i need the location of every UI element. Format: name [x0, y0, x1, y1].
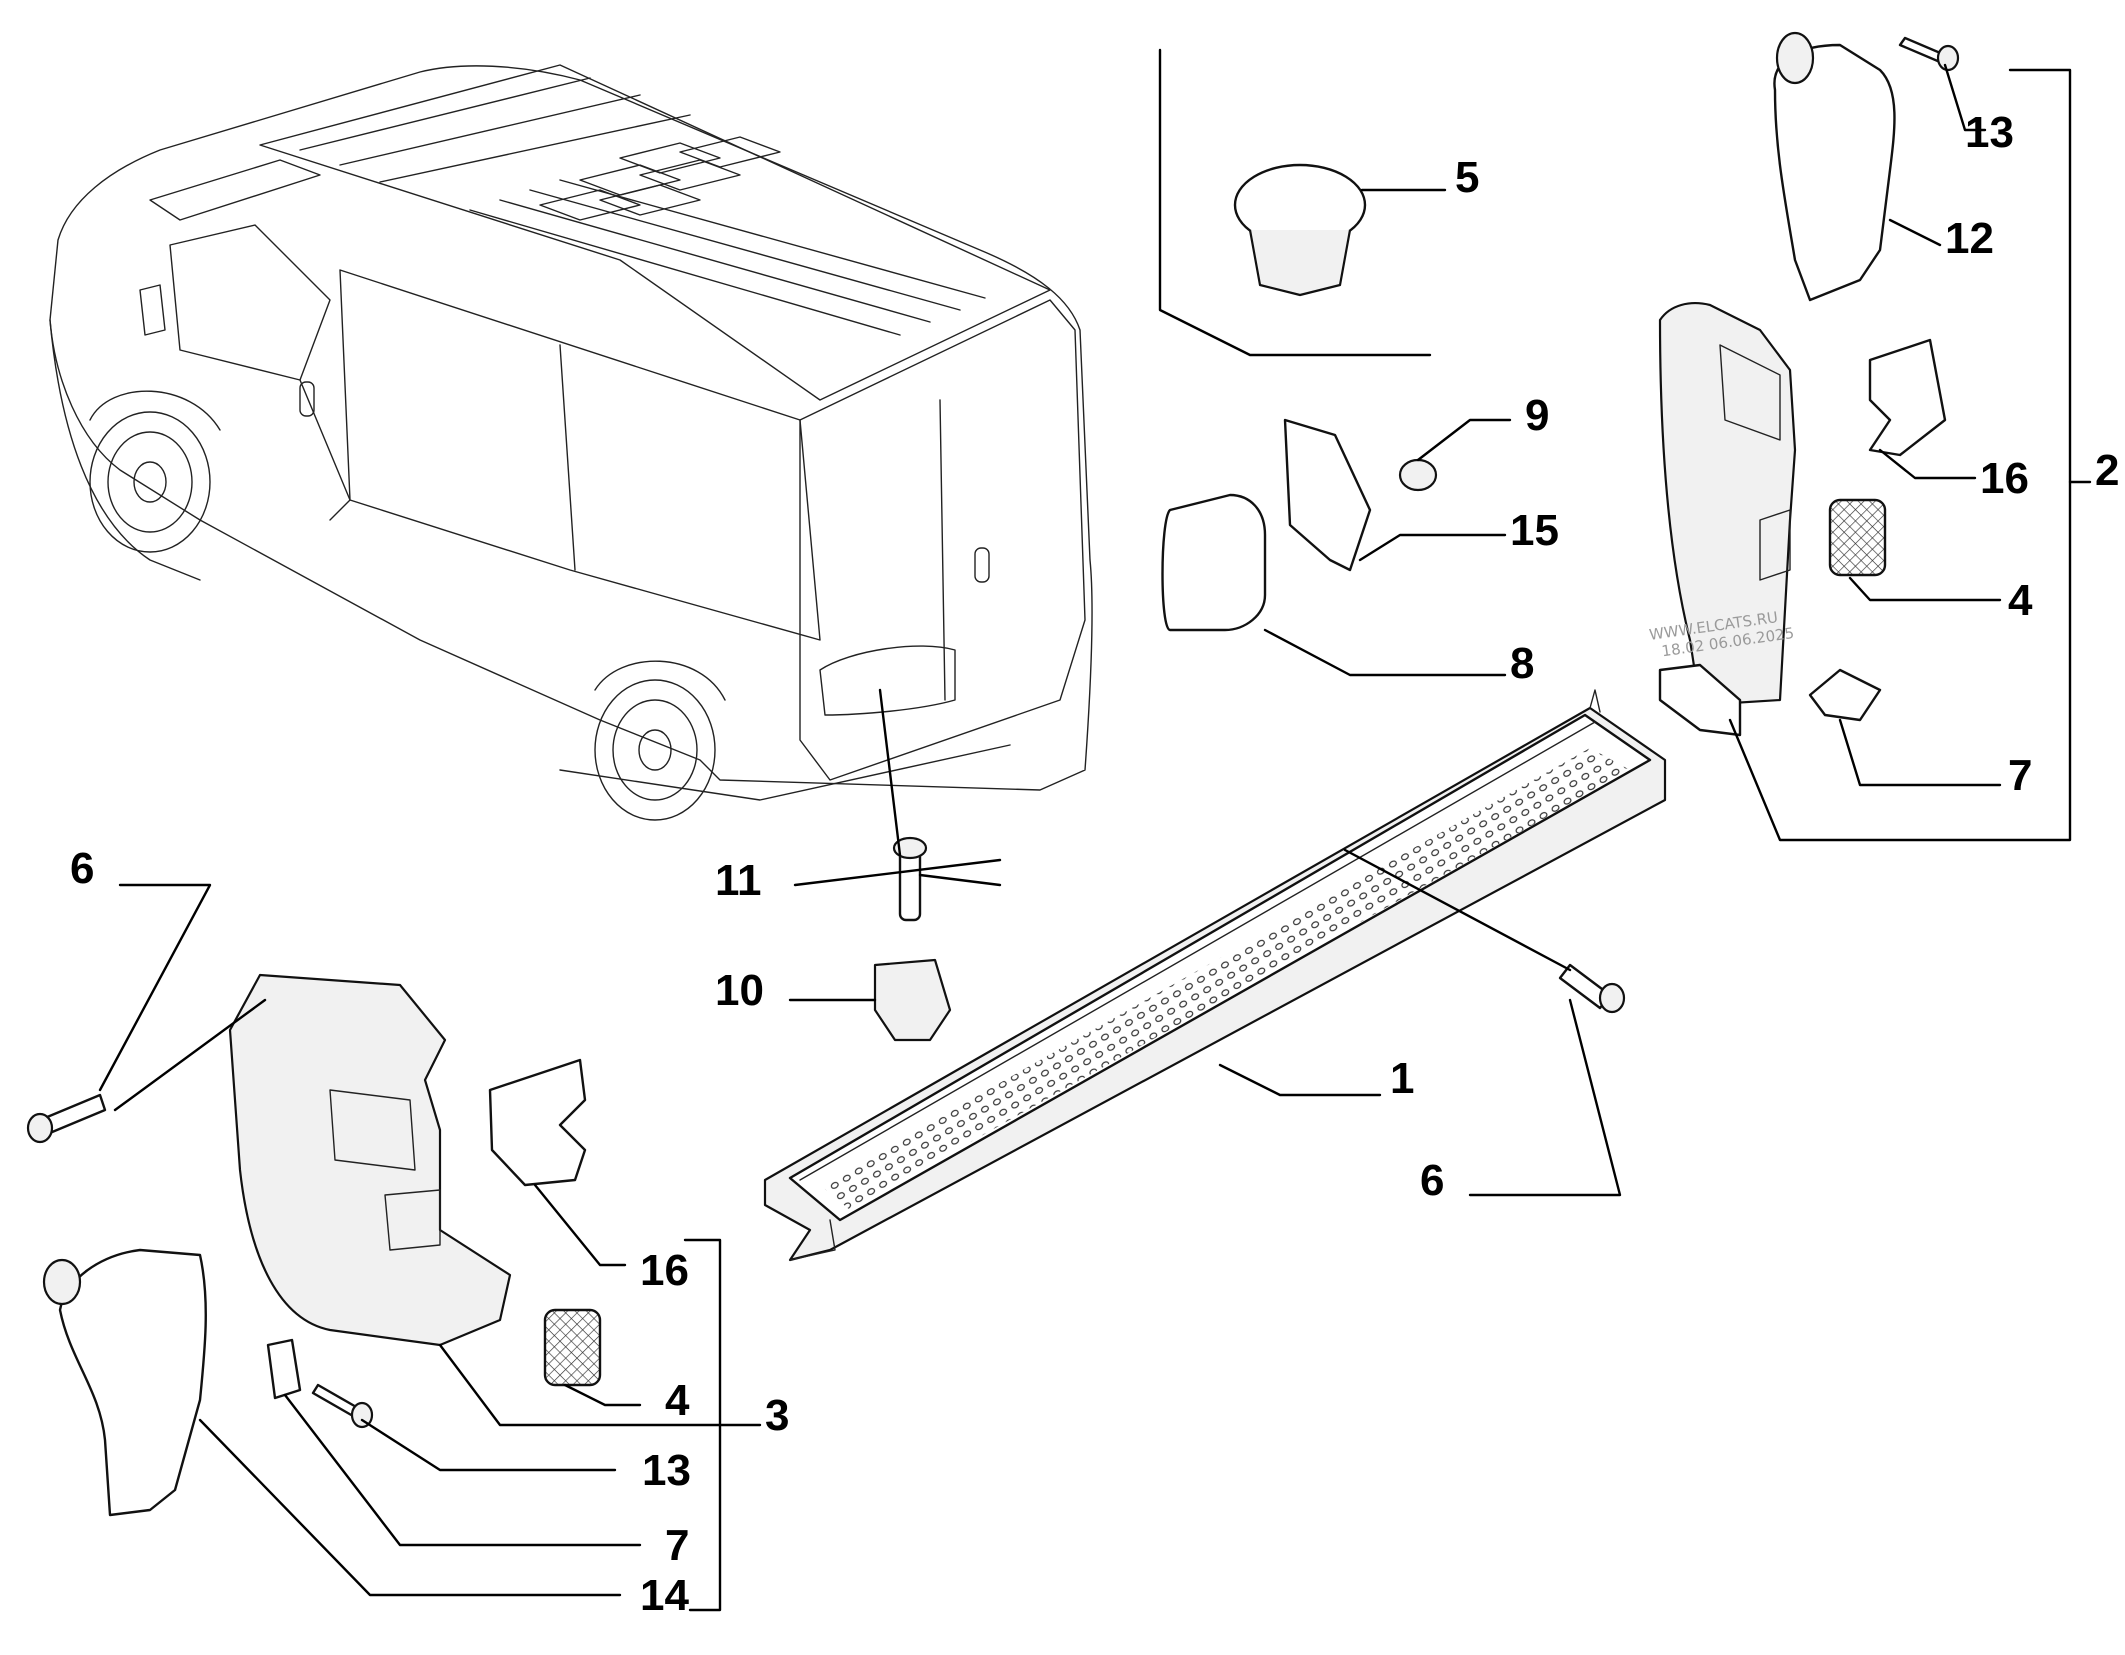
callout-11: 11 [715, 856, 762, 905]
callout-6-right: 6 [1420, 1156, 1444, 1205]
callout-13-right: 13 [1965, 108, 2014, 157]
callout-16-left: 16 [640, 1246, 689, 1295]
callout-1: 1 [1390, 1054, 1414, 1103]
callout-2: 2 [2095, 446, 2119, 495]
callout-13-left: 13 [642, 1446, 691, 1495]
callout-12: 12 [1945, 214, 1994, 263]
rear-corner-panel-part-3 [228, 973, 512, 1347]
callout-16-right: 16 [1980, 454, 2029, 503]
van-illustration [49, 64, 1093, 821]
clip-part-7-left [266, 1338, 302, 1400]
bolt-part-6-left [26, 1093, 107, 1144]
mesh-pad-part-4-left [543, 1308, 602, 1387]
callout-5: 5 [1455, 153, 1479, 202]
callout-14: 14 [640, 1571, 689, 1620]
rear-corner-panel-part-2 [1658, 302, 1797, 737]
side-step-part-1 [763, 689, 1667, 1262]
mesh-pad-part-4-right [1828, 498, 1887, 577]
clip-part-10 [873, 958, 952, 1042]
plug-part-5 [1233, 163, 1367, 297]
callout-6-left: 6 [70, 844, 94, 893]
bracket-part-15 [1283, 418, 1372, 572]
trim-part-16-right [1868, 338, 1947, 457]
callout-3: 3 [765, 1391, 789, 1440]
callout-8: 8 [1510, 639, 1534, 688]
callout-7-left: 7 [665, 1521, 689, 1570]
end-cap-part-14 [42, 1248, 207, 1517]
trim-part-16-left [488, 1058, 587, 1187]
callout-15: 15 [1510, 506, 1559, 555]
callout-9: 9 [1525, 391, 1549, 440]
bolt-part-6-right [1558, 963, 1626, 1014]
screw-part-13-left [311, 1383, 374, 1429]
cover-part-8 [1161, 493, 1267, 632]
callout-10: 10 [715, 966, 764, 1015]
callout-4-right: 4 [2008, 576, 2033, 625]
leader-lines [98, 48, 2092, 1612]
nut-part-9 [1398, 458, 1438, 492]
callout-labels: 5 9 15 8 13 12 16 2 4 7 11 10 6 1 6 16 4… [70, 108, 2119, 1620]
callout-4-left: 4 [665, 1376, 690, 1425]
screw-part-13-right [1898, 36, 1960, 72]
end-cap-part-12 [1773, 31, 1896, 302]
clip-part-7-right [1808, 668, 1882, 722]
callout-7-right: 7 [2008, 751, 2032, 800]
bolt-part-11 [892, 836, 928, 922]
